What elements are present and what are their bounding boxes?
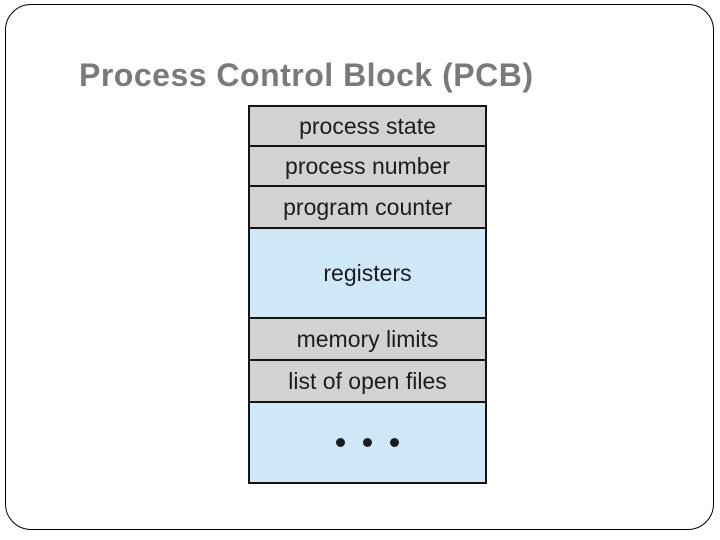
- slide-title: Process Control Block (PCB): [79, 57, 534, 93]
- pcb-row-label: list of open files: [288, 367, 447, 394]
- pcb-row-label: process state: [299, 112, 436, 139]
- pcb-row-label: registers: [323, 259, 412, 286]
- pcb-row-label: program counter: [283, 193, 452, 220]
- pcb-row-process-number: process number: [250, 147, 485, 187]
- pcb-row-label: memory limits: [296, 325, 439, 352]
- dot-icon: [363, 438, 372, 447]
- dot-icon: [390, 438, 399, 447]
- pcb-row-ellipsis: [250, 403, 485, 482]
- pcb-row-memory-limits: memory limits: [250, 319, 485, 361]
- pcb-row-process-state: process state: [250, 107, 485, 147]
- ellipsis-dots-icon: [336, 438, 399, 447]
- dot-icon: [336, 438, 345, 447]
- slide-frame: Process Control Block (PCB) process stat…: [5, 4, 714, 530]
- pcb-row-registers: registers: [250, 229, 485, 319]
- pcb-diagram: process state process number program cou…: [248, 105, 487, 484]
- pcb-row-label: process number: [285, 152, 450, 179]
- pcb-row-program-counter: program counter: [250, 187, 485, 229]
- pcb-row-list-of-open-files: list of open files: [250, 361, 485, 403]
